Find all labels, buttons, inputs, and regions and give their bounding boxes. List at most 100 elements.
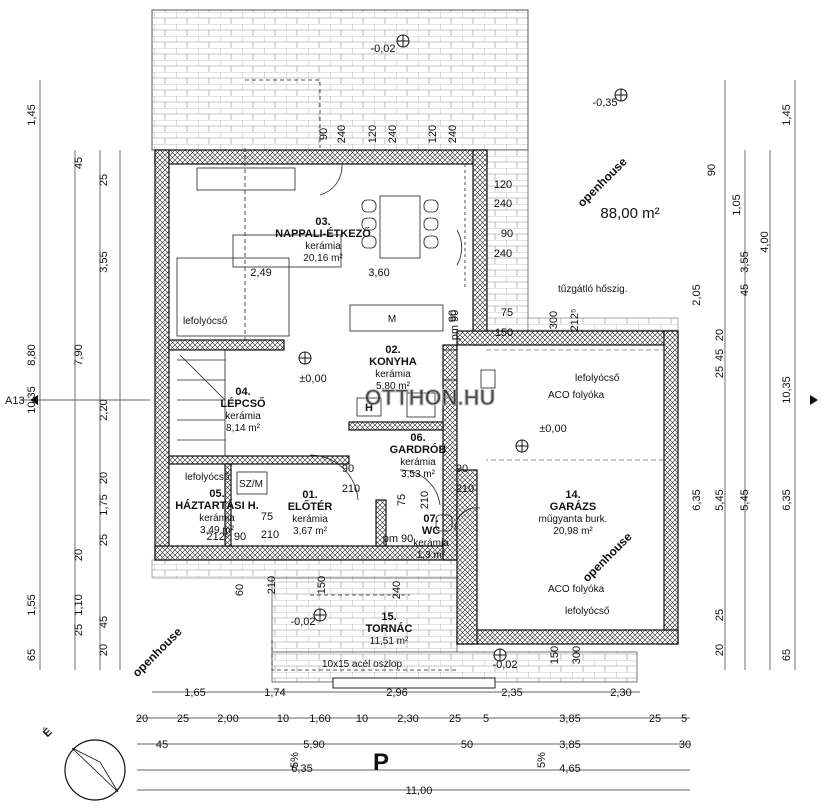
dimension-label: 45 [714,349,726,361]
dimension-label: 25 [98,174,110,186]
dimension-label: 45 [73,157,85,169]
dimension-label: 6,35 [691,489,703,510]
dimension-label: 300 [548,311,560,329]
dimension-label-bottom: 5 [681,713,687,725]
dimension-label: 120 [427,125,439,143]
room-name-konyha: KONYHA [369,356,417,368]
room-number-garazs: 14. [565,489,580,501]
room-area-wc: 1,3 m² [417,550,446,561]
room-number-lepcso: 04. [235,386,250,398]
dimension-label-bottom: 4,65 [559,763,580,775]
dimension-label: 150 [549,646,561,664]
dimension-label: 90 [706,164,718,176]
dimension-label-bottom: 25 [649,713,661,725]
dimension-label: 25 [98,534,110,546]
dimension-label-bottom: 2,30 [397,713,418,725]
dimension-label: 3,55 [98,251,110,272]
dimension-label: 210 [456,483,474,495]
dimension-label: 45 [739,284,751,296]
dimension-label-bottom: 5 [483,713,489,725]
dimension-label: 60 [234,584,246,596]
dimension-label: 240 [494,248,512,260]
dimension-label-bottom: 3,85 [559,739,580,751]
dimension-label-bottom: 1,65 [184,687,205,699]
level-value: -0,02 [492,659,517,671]
dimension-label: 2,49 [250,267,271,279]
room-number-tornac: 15. [381,611,396,623]
dimension-label-bottom: 1,60 [309,713,330,725]
dimension-label-bottom: 11,00 [406,785,433,797]
dimension-label: 3,60 [368,267,389,279]
dimension-label: 90 [342,463,354,475]
watermark: OTTHON.HU [365,385,496,410]
dimension-label: 2,05 [691,284,703,305]
dimension-label: pm 90 [449,310,461,341]
room-material-konyha: kerámia [375,369,411,380]
dimension-label-bottom: 6,35 [291,763,312,775]
dimension-label: 65 [26,649,38,661]
dimension-label: 210 [419,491,431,509]
dimension-label: 7,90 [73,344,85,365]
dimension-label: 75 [396,494,408,506]
room-material-haztartasi: kerámia [199,513,235,524]
room-material-garazs: műgyanta burk. [539,514,608,525]
dimension-label: 5,45 [739,489,751,510]
slope-label: 5% [536,752,548,768]
level-value: ±0,00 [539,423,566,435]
lefolyo-label: lefolyócső [565,606,610,617]
sz-m-label: SZ/M [239,479,263,490]
dimension-label: 4,00 [759,231,771,252]
room-area-tornac: 11,51 m² [370,636,409,647]
dimension-label: 210 [261,529,279,541]
dimension-label: 1,45 [26,104,38,125]
dimension-label: 2,20 [98,399,110,420]
dimension-label: 25 [73,624,85,636]
room-name-garazs: GARÁZS [550,500,596,513]
lefolyo-label: lefolyócső [575,373,620,384]
room-area-eloter: 3,67 m² [293,526,328,537]
dimension-label: 5,45 [714,489,726,510]
dimension-label: 240 [391,581,403,599]
room-area-gardrob: 3,53 m² [401,469,436,480]
dimension-label: 10,35 [26,386,38,414]
dimension-label-bottom: 20 [136,713,148,725]
room-area-konyha: 5,80 m² [376,381,411,392]
level-value: -0,02 [370,43,395,55]
level-value: -0,35 [592,97,617,109]
level-value: ±0,00 [299,373,326,385]
dimension-label: 240 [336,125,348,143]
dimension-label: 210 [342,483,360,495]
room-area-garazs: 20,98 m² [553,526,593,537]
room-area-nappali: 20,16 m² [303,253,343,264]
room-name-haztartasi: HÁZTARTÁSI H. [175,499,259,512]
section-label-left: A13 [5,395,25,407]
room-area-haztartasi: 3,49 m² [200,525,235,536]
dimension-label: 75 [501,307,513,319]
dimension-label: 45 [98,616,110,628]
slope-label: 5% [289,752,301,768]
dimension-label: 120 [367,125,379,143]
dimension-label: 3,55 [739,251,751,272]
dimension-label: 150 [316,576,328,594]
room-name-gardrob: GARDRÓB [390,443,447,456]
dimension-label: 90 [456,463,468,475]
m-label: M [388,314,396,325]
dimension-label-bottom: 3,85 [559,713,580,725]
dimension-label-bottom: 10 [356,713,368,725]
room-material-wc: kerámia [413,538,449,549]
lefolyo-label: lefolyócső [185,472,230,483]
firestop-label: tűzgátló hőszig. [558,284,628,295]
dimension-label-bottom: 25 [449,713,461,725]
dimension-label: 90 [447,310,459,322]
dimension-label: 65 [781,649,793,661]
watermark-brand: openhouse [575,154,630,209]
room-number-wc: 07. [423,513,438,525]
dimension-label: 1,05 [731,194,743,215]
dimension-label: 25 [714,609,726,621]
dimension-label-bottom: 5,90 [303,739,324,751]
room-number-konyha: 02. [385,344,400,356]
room-number-haztartasi: 05. [209,488,224,500]
interior-linework [173,79,664,671]
room-name-tornac: TORNÁC [366,622,413,635]
